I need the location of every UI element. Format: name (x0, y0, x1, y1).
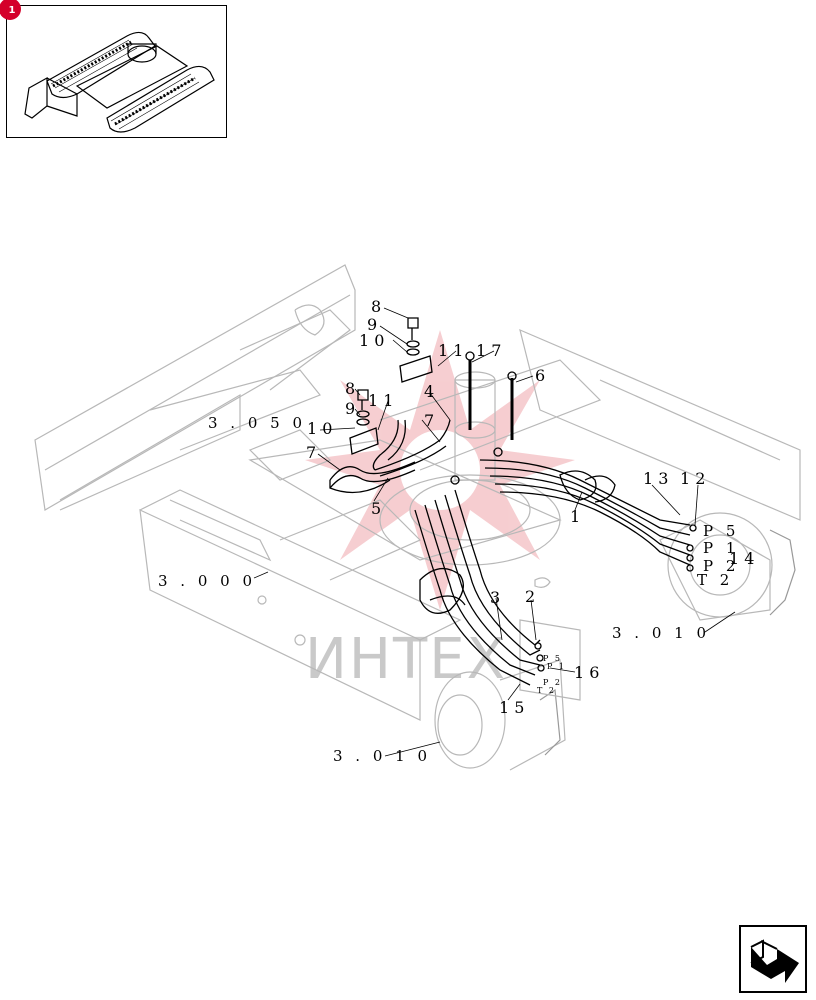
next-page-arrow-icon (750, 939, 799, 983)
callout-2: 2 (525, 587, 535, 606)
port-t2-left: T 2 (537, 686, 556, 695)
port-p2-right: P 2 (703, 557, 739, 575)
callout-15: 1 5 (499, 698, 524, 717)
callout-10-lower: 1 0 (307, 419, 332, 438)
next-page-button[interactable] (739, 925, 807, 993)
port-t2-right: T 2 (697, 571, 733, 589)
callout-9-upper: 9 (367, 315, 377, 334)
ref-3-010-left[interactable]: 3 . 0 1 0 (333, 747, 431, 765)
callout-12: 1 2 (680, 469, 705, 488)
callout-16: 1 6 (574, 663, 599, 682)
ref-3-050[interactable]: 3 . 0 5 0 (208, 414, 306, 432)
callout-7-lower: 7 (306, 443, 316, 462)
port-p5-right: P 5 (703, 522, 739, 540)
callout-7-upper: 7 (424, 411, 434, 430)
callout-4: 4 (424, 382, 434, 401)
watermark-text: ИНТЕХ (305, 627, 507, 692)
port-p1-left: P 1 (547, 662, 566, 671)
undercarriage-overview-icon (24, 31, 215, 133)
port-p5-left: P 5 (543, 654, 562, 663)
callout-17: 1 7 (476, 341, 501, 360)
callout-14: 1 4 (729, 549, 754, 568)
ref-3-010-right[interactable]: 3 . 0 1 0 (612, 624, 710, 642)
ref-3-000[interactable]: 3 . 0 0 0 (158, 572, 256, 590)
callout-8-upper: 8 (371, 297, 381, 316)
overview-thumbnail[interactable]: 1 (0, 0, 227, 138)
callout-11-upper: 1 1 (438, 341, 463, 360)
hydraulic-hoses (329, 317, 697, 686)
callout-5: 5 (371, 499, 381, 518)
thumbnail-badge: 1 (0, 0, 21, 20)
callout-3: 3 (490, 588, 500, 607)
callout-6: 6 (535, 366, 545, 385)
watermark-logo (305, 330, 575, 610)
port-p1-right: P 1 (703, 539, 739, 557)
callout-11-lower: 1 1 (368, 391, 393, 410)
callout-13: 1 3 (643, 469, 668, 488)
callout-9-lower: 9 (345, 399, 355, 418)
callout-8-lower: 8 (345, 379, 355, 398)
callout-1: 1 (570, 507, 580, 526)
port-p2-left: P 2 (543, 678, 562, 687)
callout-10-upper: 1 0 (359, 331, 384, 350)
leader-lines (253, 307, 736, 757)
